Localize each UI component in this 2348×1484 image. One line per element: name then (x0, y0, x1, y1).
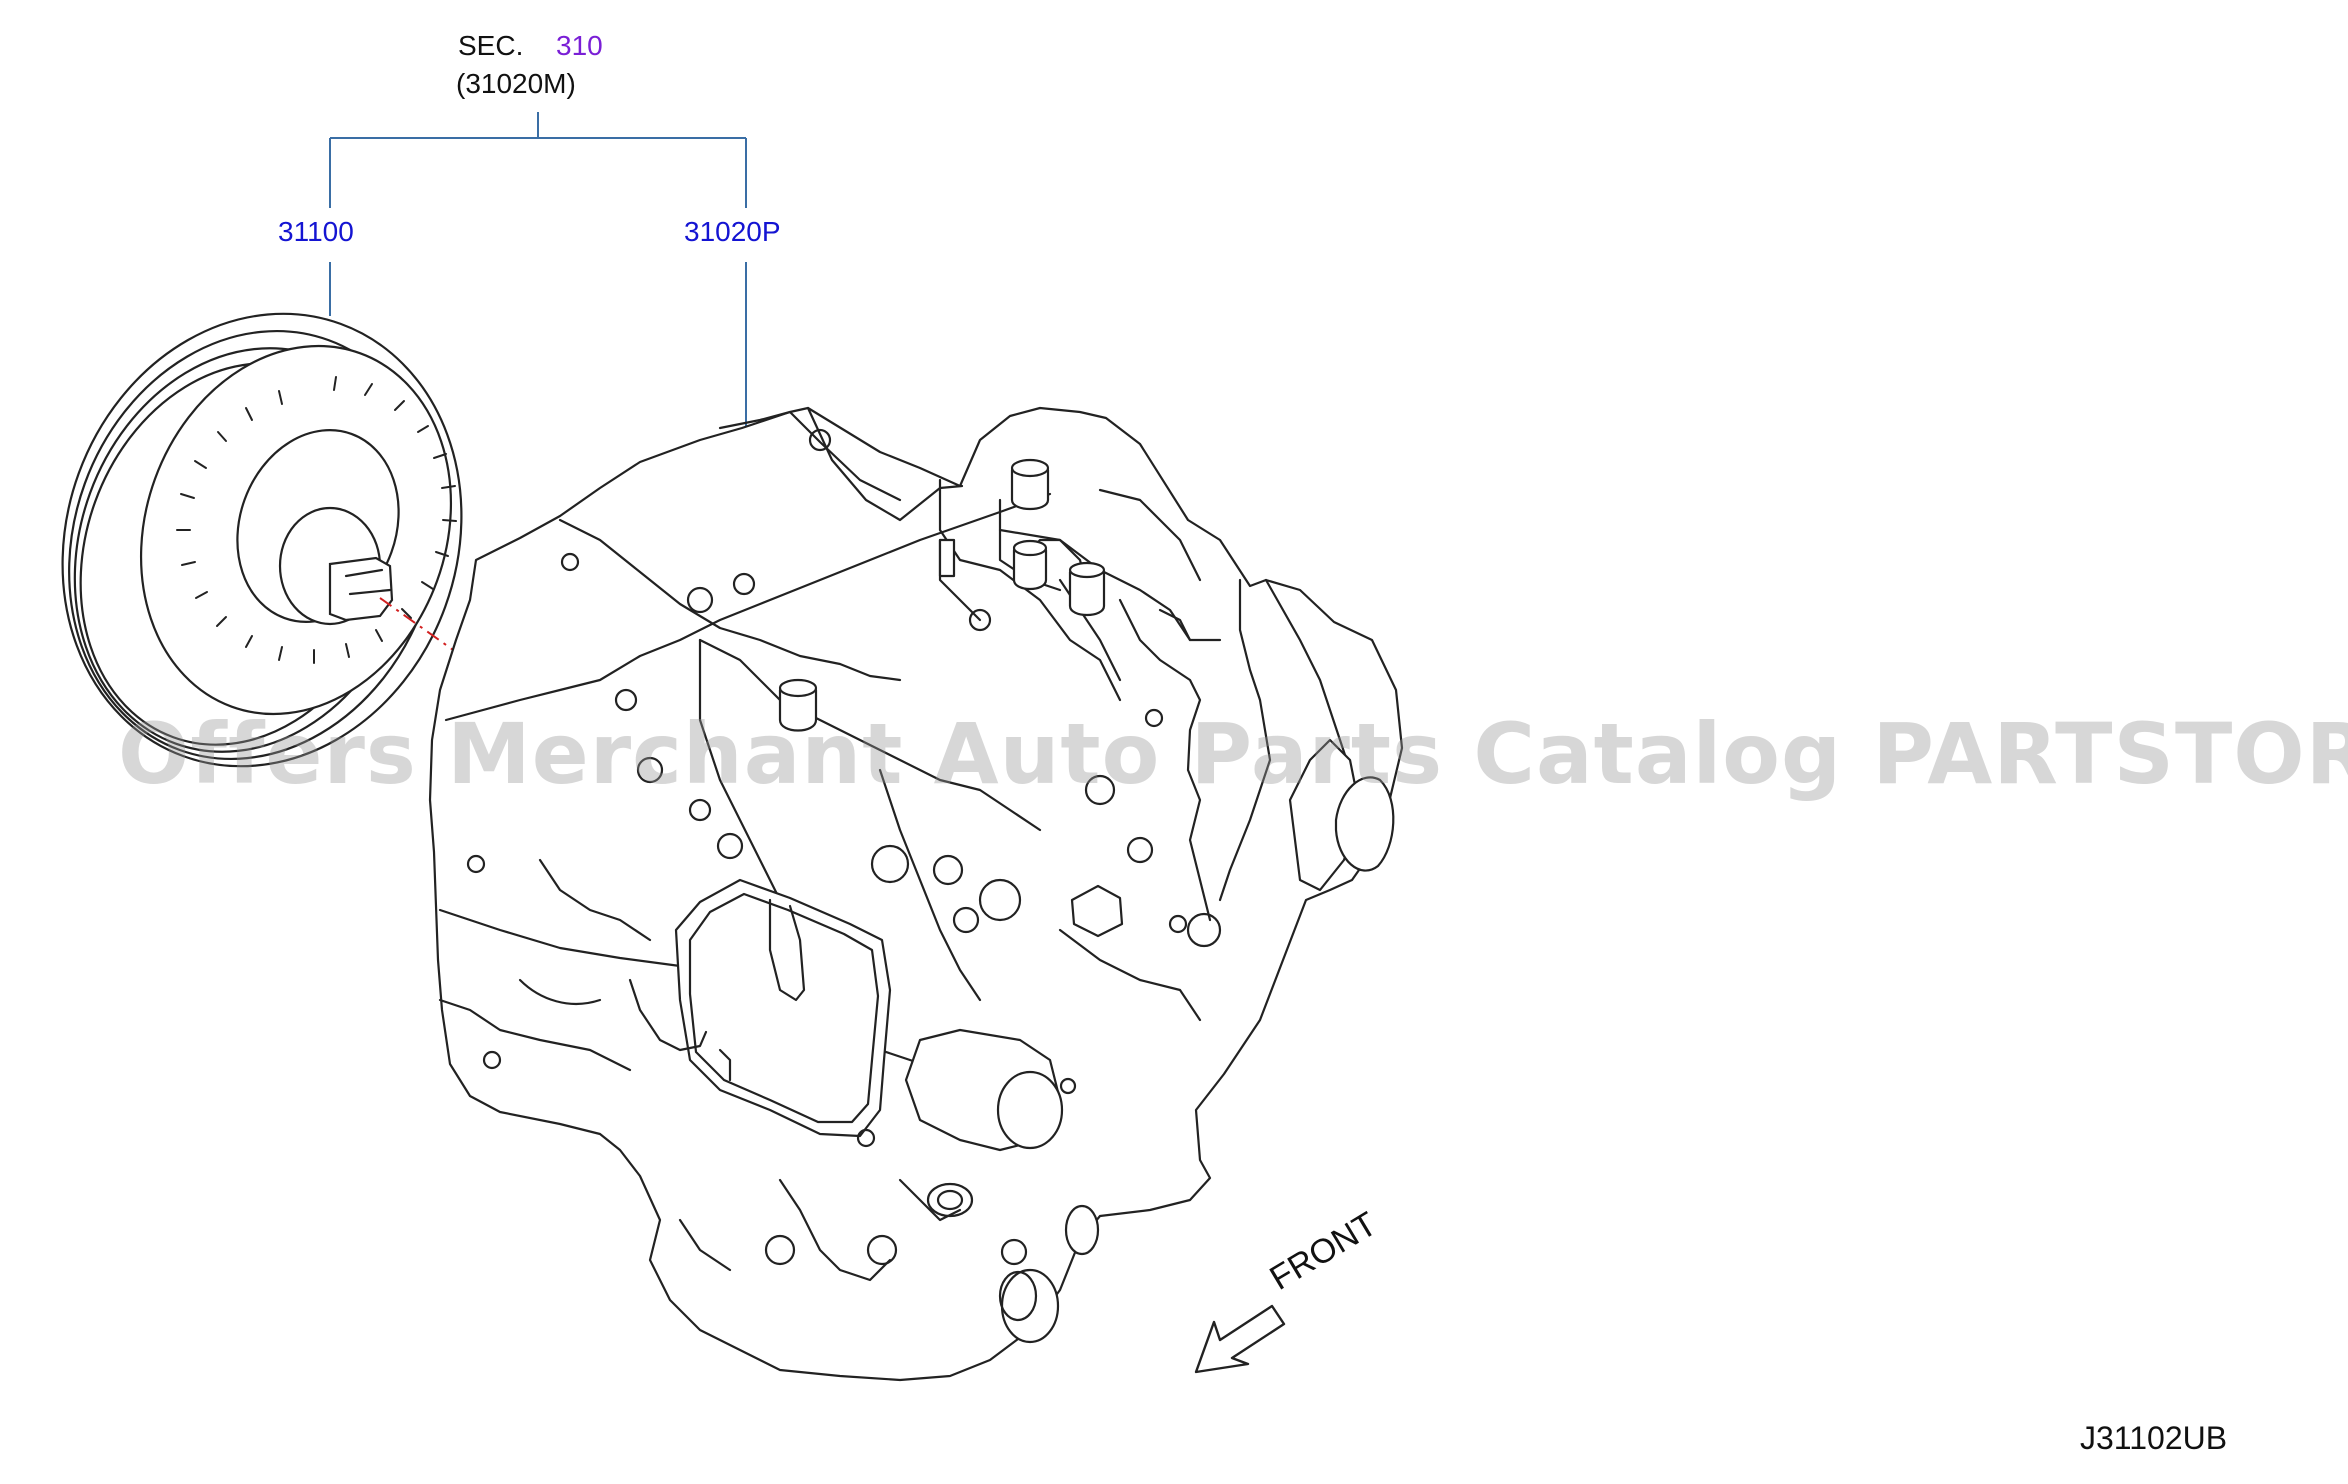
torque-converter-drawing (61, 312, 463, 768)
bottom-port (1000, 1268, 1060, 1344)
leader-lines (329, 112, 747, 432)
mount-hole-2 (560, 552, 580, 572)
section-number-link[interactable]: 310 (556, 30, 603, 61)
watermark: Offers Merchant Auto Parts Catalog PARTS… (118, 705, 2348, 803)
mount-hole-6 (1168, 914, 1188, 934)
mount-hole-1 (808, 428, 832, 452)
diagram-code: J31102UB (2080, 1420, 2228, 1456)
part-number-31100[interactable]: 31100 (278, 216, 354, 247)
lower-bracket (1058, 928, 1202, 1022)
cylinder-boss-3 (1068, 570, 1106, 617)
transaxle-housing-outline (428, 406, 1404, 1382)
cylinder-boss-4 (778, 688, 818, 732)
cylinder-boss-2 (1012, 548, 1048, 591)
converter-blade-ticks (176, 376, 457, 664)
front-arrow-icon (1194, 1304, 1286, 1374)
cylinder-boss-1 (1010, 468, 1050, 511)
mount-hole-3 (466, 854, 486, 874)
section-prefix: SEC. (458, 30, 524, 61)
drain-fitting (926, 1182, 974, 1218)
side-port (1064, 1204, 1100, 1256)
hex-plug (1070, 884, 1124, 938)
mount-hole-4 (482, 1050, 502, 1070)
mount-hole-5 (1144, 708, 1164, 728)
part-number-31020P[interactable]: 31020P (684, 216, 781, 247)
right-axle-seal (1334, 776, 1395, 872)
transaxle-drawing (428, 406, 1404, 1382)
solenoid-cap (996, 1070, 1064, 1150)
breather-tube (938, 538, 956, 578)
section-code: (31020M) (456, 68, 576, 99)
